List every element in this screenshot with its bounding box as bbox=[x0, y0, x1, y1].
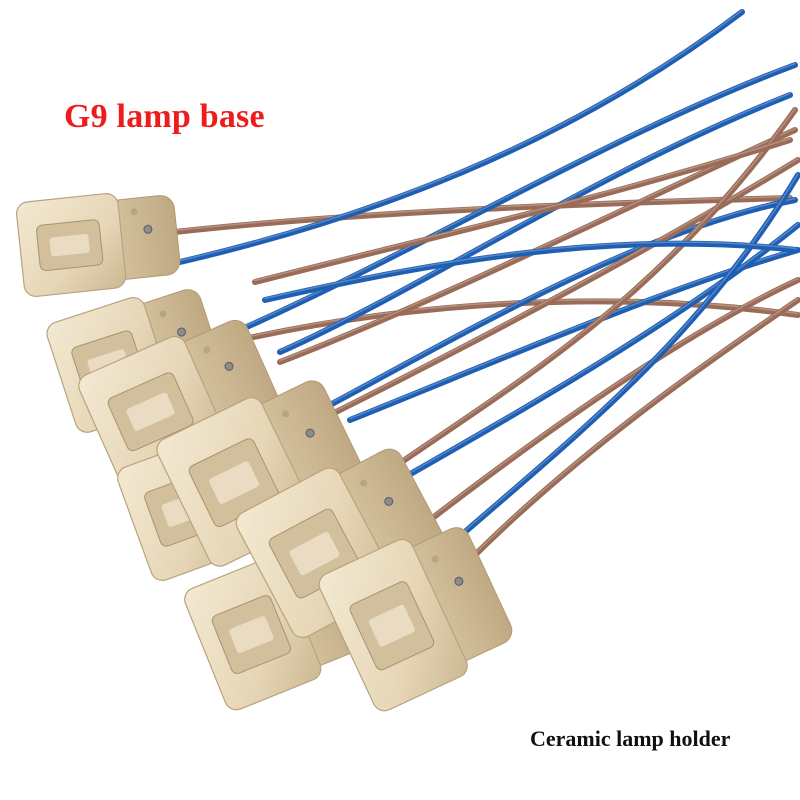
wire-lead-14 bbox=[467, 297, 800, 563]
wire-highlight-2 bbox=[179, 9, 743, 262]
wire-highlight-1 bbox=[174, 195, 791, 232]
ceramic-holders bbox=[16, 193, 513, 712]
lamp-holder-8 bbox=[318, 527, 513, 712]
wire-lead-12 bbox=[427, 277, 800, 523]
socket-slot-inner bbox=[209, 461, 260, 504]
wire-highlight-13 bbox=[449, 172, 799, 545]
wire-lead-1 bbox=[172, 195, 793, 235]
socket-slot-inner bbox=[289, 531, 340, 576]
socket-slot-inner bbox=[229, 616, 274, 654]
wire-leads bbox=[172, 9, 800, 563]
mount-hole bbox=[360, 479, 368, 487]
wire-highlight-12 bbox=[429, 277, 799, 520]
wire-highlight-16 bbox=[264, 241, 797, 300]
wire-highlight-10 bbox=[389, 107, 796, 470]
wire-lead-5 bbox=[277, 92, 793, 355]
rivet bbox=[305, 428, 315, 438]
product-title: G9 lamp base bbox=[64, 98, 265, 135]
wire-lead-8 bbox=[327, 157, 800, 418]
wire-highlight-8 bbox=[329, 157, 799, 415]
socket-slot-inner bbox=[368, 604, 415, 647]
lamp-holder-1 bbox=[16, 193, 181, 297]
mount-hole bbox=[203, 346, 211, 354]
rivet bbox=[177, 327, 187, 337]
mount-hole bbox=[130, 208, 138, 216]
socket-slot-inner bbox=[126, 392, 175, 431]
product-caption: Ceramic lamp holder bbox=[530, 726, 731, 751]
mount-hole bbox=[431, 555, 439, 563]
wire-highlight-14 bbox=[469, 297, 799, 560]
wire-highlight-3 bbox=[239, 62, 796, 330]
wire-lead-10 bbox=[387, 107, 798, 473]
wire-highlight-15 bbox=[254, 137, 791, 282]
socket-slot-inner bbox=[49, 233, 90, 257]
rivet bbox=[224, 361, 234, 371]
wire-highlight-11 bbox=[399, 222, 799, 480]
wire-lead-15 bbox=[252, 137, 793, 285]
rivet bbox=[384, 496, 394, 506]
mount-hole bbox=[159, 310, 167, 318]
rivet bbox=[143, 224, 153, 234]
mount-hole bbox=[282, 410, 290, 418]
wire-lead-13 bbox=[447, 172, 800, 548]
wire-lead-3 bbox=[237, 62, 798, 333]
rivet bbox=[454, 576, 464, 586]
wire-lead-11 bbox=[397, 222, 800, 483]
wire-highlight-5 bbox=[279, 92, 791, 352]
wire-lead-16 bbox=[262, 240, 799, 303]
wire-lead-7 bbox=[327, 197, 798, 408]
wire-lead-2 bbox=[177, 9, 745, 265]
wire-highlight-7 bbox=[329, 197, 796, 405]
